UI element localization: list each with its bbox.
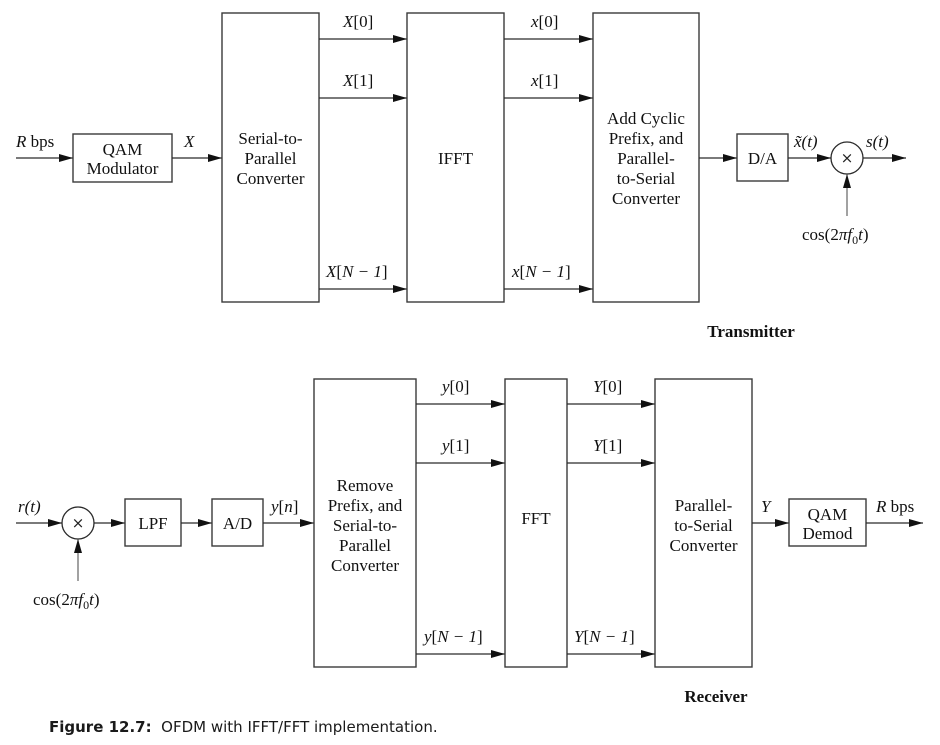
fft-output-arrows: Y[0] Y[1] Y[N − 1]	[567, 377, 655, 658]
ad-label: A/D	[223, 514, 252, 533]
tx-carrier-label: cos(2πf0t)	[802, 225, 869, 247]
da-block: D/A	[736, 133, 789, 182]
yN1-label: y[N − 1]	[422, 627, 483, 646]
ad-output-label: y[n]	[269, 497, 298, 516]
add-cyclic-prefix-block: Add Cyclic Prefix, and Parallel- to-Seri…	[592, 12, 700, 303]
y0-label: y[0]	[440, 377, 469, 396]
qam-output-label: X	[183, 132, 195, 151]
qam-modulator-block: QAM Modulator	[72, 133, 173, 183]
fft-input-arrows: y[0] y[1] y[N − 1]	[416, 377, 505, 658]
rp-line-2: Prefix, and	[328, 496, 403, 515]
cp-line-5: Converter	[612, 189, 680, 208]
rx-multiply-icon: ×	[72, 514, 85, 532]
ifft-output-arrows: x[0] x[1] x[N − 1]	[504, 12, 593, 293]
fft-block: FFT	[504, 378, 568, 668]
qam-demod-line-1: QAM	[808, 505, 848, 524]
remove-prefix-block: Remove Prefix, and Serial-to- Parallel C…	[313, 378, 417, 668]
tx-input-label: R bps	[15, 132, 54, 151]
sp-line-3: Converter	[237, 169, 305, 188]
rx-carrier-label: cos(2πf0t)	[33, 590, 100, 612]
X0-label: X[0]	[342, 12, 373, 31]
XN1-label: X[N − 1]	[325, 262, 388, 281]
cp-line-4: to-Serial	[617, 169, 676, 188]
YN1-label: Y[N − 1]	[574, 627, 635, 646]
x0-label: x[0]	[530, 12, 558, 31]
tx-output-label: s(t)	[866, 132, 889, 151]
X1-label: X[1]	[342, 71, 373, 90]
sp-line-2: Parallel	[245, 149, 297, 168]
da-label: D/A	[748, 149, 778, 168]
qam-modulator-line-1: QAM	[103, 140, 143, 159]
rx-output-label: R bps	[875, 497, 914, 516]
cp-line-1: Add Cyclic	[607, 109, 685, 128]
ps-line-3: Converter	[670, 536, 738, 555]
da-output-label: x̃(t)	[793, 132, 818, 151]
qam-demod-block: QAM Demod	[788, 498, 867, 547]
ifft-label: IFFT	[438, 149, 474, 168]
rx-input-label: r(t)	[18, 497, 41, 516]
y1-label: y[1]	[440, 436, 469, 455]
transmitter: R bps QAM Modulator X Serial-to- Paralle…	[15, 12, 906, 341]
receiver-section-label: Receiver	[684, 687, 748, 706]
ifft-input-arrows: X[0] X[1] X[N − 1]	[319, 12, 407, 293]
figure-number: Figure 12.7:	[49, 718, 152, 736]
fft-label: FFT	[521, 509, 551, 528]
transmitter-section-label: Transmitter	[707, 322, 795, 341]
tx-mixer: ×	[830, 141, 864, 175]
Y1-label: Y[1]	[593, 436, 622, 455]
rx-mixer: ×	[61, 506, 95, 540]
rp-line-3: Serial-to-	[333, 516, 398, 535]
lpf-label: LPF	[138, 514, 167, 533]
xN1-label: x[N − 1]	[511, 262, 571, 281]
ps-line-1: Parallel-	[675, 496, 733, 515]
Y0-label: Y[0]	[593, 377, 622, 396]
ad-block: A/D	[211, 498, 264, 547]
parallel-to-serial-block: Parallel- to-Serial Converter	[654, 378, 753, 668]
serial-to-parallel-block: Serial-to- Parallel Converter	[221, 12, 320, 303]
ifft-block: IFFT	[406, 12, 505, 303]
cp-line-2: Prefix, and	[609, 129, 684, 148]
sp-line-1: Serial-to-	[238, 129, 303, 148]
cp-line-3: Parallel-	[617, 149, 675, 168]
receiver: r(t) × cos(2πf0t) LPF A/D y[n] Remove Pr…	[16, 377, 923, 706]
qam-modulator-line-2: Modulator	[87, 159, 159, 178]
tx-multiply-icon: ×	[841, 149, 854, 167]
ps-line-2: to-Serial	[674, 516, 733, 535]
rp-line-1: Remove	[337, 476, 394, 495]
qam-demod-line-2: Demod	[802, 524, 853, 543]
rp-line-4: Parallel	[339, 536, 391, 555]
x1-label: x[1]	[530, 71, 558, 90]
figure-caption-text: OFDM with IFFT/FFT implementation.	[161, 718, 438, 736]
rp-line-5: Converter	[331, 556, 399, 575]
figure-caption: Figure 12.7: OFDM with IFFT/FFT implemen…	[49, 718, 438, 736]
ps-output-label: Y	[761, 497, 772, 516]
lpf-block: LPF	[124, 498, 182, 547]
